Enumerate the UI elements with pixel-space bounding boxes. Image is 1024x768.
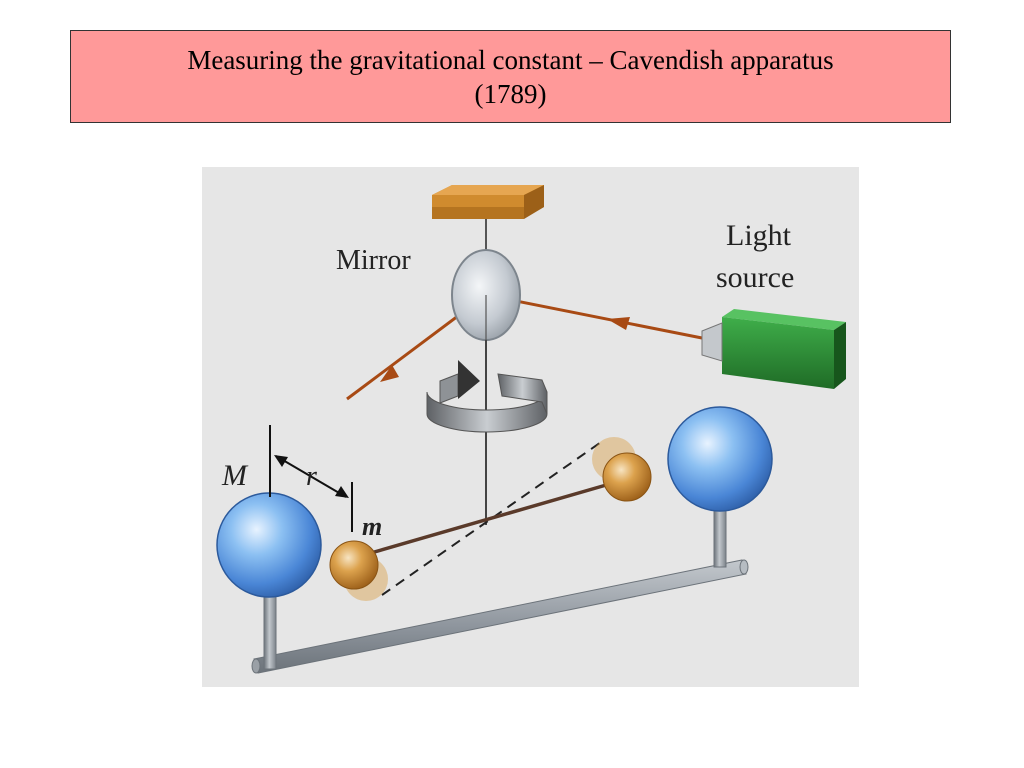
cavendish-apparatus-figure: Mirror Light source M r m — [202, 167, 859, 687]
light-source-label-line-1: Light — [726, 219, 792, 252]
small-sphere-right — [602, 452, 652, 502]
slide-title-line-1: Measuring the gravitational constant – C… — [187, 44, 834, 75]
large-sphere-right — [667, 406, 773, 512]
frame-rod — [251, 506, 749, 674]
distance-label: r — [306, 461, 317, 492]
large-mass-label: M — [221, 459, 249, 492]
large-sphere-left — [216, 492, 322, 598]
light-source-box — [701, 309, 846, 389]
slide-title-line-2: (1789) — [474, 78, 547, 109]
small-mass-label: m — [362, 512, 382, 541]
right-support-post — [713, 506, 727, 568]
mirror-label: Mirror — [336, 245, 411, 276]
light-source-label-line-2: source — [716, 261, 794, 294]
torsion-rod — [356, 477, 628, 559]
small-sphere-left — [329, 540, 379, 590]
incoming-beam-arrowhead — [607, 317, 630, 330]
slide-title: Measuring the gravitational constant – C… — [70, 30, 951, 123]
rotation-arrow-icon — [426, 360, 548, 433]
cavendish-apparatus-diagram: Mirror Light source M r m — [202, 167, 859, 687]
reflected-beam-arrowhead — [380, 365, 399, 382]
support-plate — [432, 185, 544, 219]
left-support-post — [263, 588, 277, 670]
light-source-lens — [701, 322, 723, 362]
deflected-torsion-rod — [381, 439, 605, 596]
distance-marker — [269, 425, 353, 532]
